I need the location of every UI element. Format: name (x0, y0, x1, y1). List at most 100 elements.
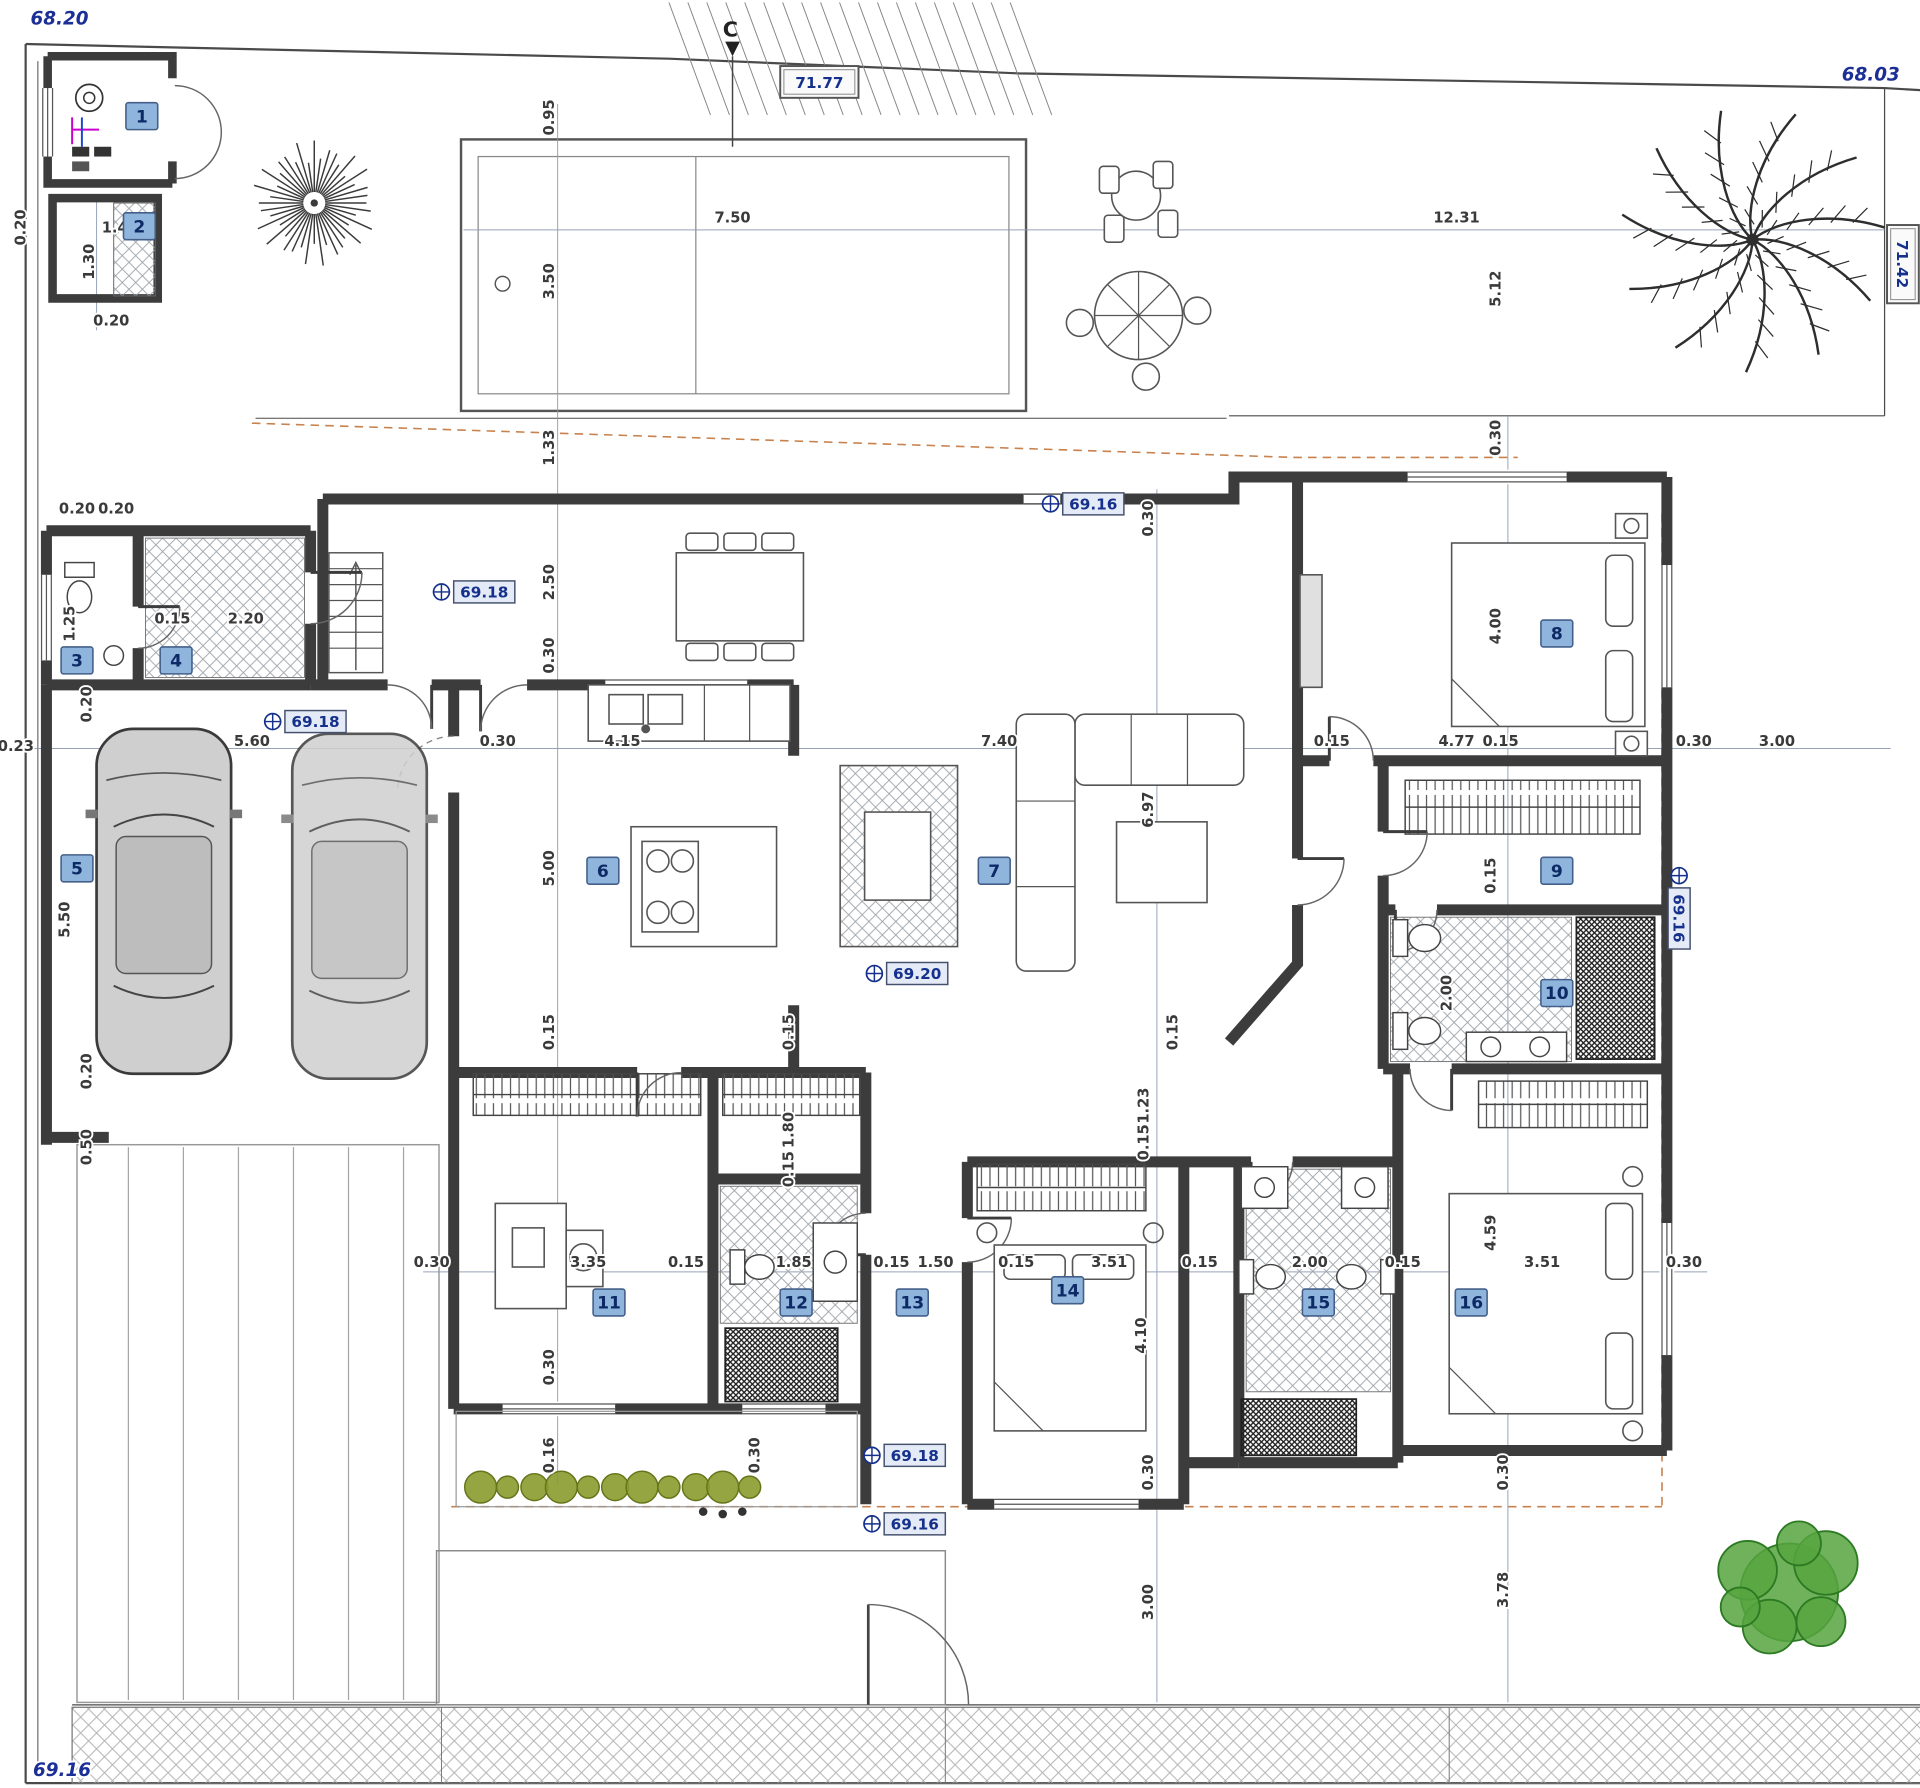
room-number-badge: 1 (125, 101, 159, 131)
sink-bowl (608, 693, 645, 725)
dimension-label: 0.50 (79, 1129, 96, 1165)
spot-level-marker: 69.18 (263, 709, 347, 734)
dimension-label: 0.15 (541, 1014, 558, 1050)
wardrobes (472, 779, 1649, 1212)
dimension-label: 0.15 (668, 1254, 704, 1271)
dimension-label: 0.16 (541, 1437, 558, 1473)
dimension-label: 0.15 (781, 1014, 798, 1050)
level-cross-icon (1671, 867, 1688, 884)
car-1 (84, 727, 244, 1076)
dimension-label: 4.10 (1133, 1317, 1150, 1353)
room-number-badge: 6 (586, 856, 620, 886)
dimension-label: 0.15 (998, 1254, 1034, 1271)
plate-value: 71.42 (1893, 240, 1911, 288)
spot-level-marker: 69.18 (432, 580, 516, 604)
corner-level-bottom-left: 69.16 (33, 1760, 91, 1781)
dining-set (675, 532, 805, 662)
dimension-label: 0.15 (154, 611, 190, 628)
dimension-label: 1.23 (1135, 1087, 1152, 1123)
wardrobe (722, 1073, 861, 1117)
garage-cars (84, 727, 440, 1081)
living-room (839, 574, 1323, 972)
dimension-label: 0.20 (79, 1053, 96, 1089)
dimension-label: 0.30 (1488, 420, 1505, 456)
bedroom16 (1448, 1165, 1644, 1442)
room-number-badge: 13 (895, 1288, 929, 1317)
wardrobe (472, 1073, 702, 1117)
tv-unit (1299, 574, 1323, 689)
window (1659, 565, 1675, 688)
dimension-label: 0.20 (98, 501, 134, 518)
vanity (1240, 1165, 1289, 1210)
room-number-badge: 2 (122, 212, 157, 241)
stair (328, 552, 384, 674)
dimension-label: 3.50 (541, 263, 558, 299)
dimension-label: 1.50 (917, 1254, 953, 1271)
room-number-badge: 15 (1301, 1288, 1336, 1317)
toilet (1408, 1016, 1442, 1046)
room-number: 7 (988, 862, 1000, 882)
window (742, 1401, 826, 1417)
cooktop (641, 840, 700, 933)
room-number-badge: 11 (592, 1288, 626, 1317)
nightstand (1614, 512, 1649, 539)
window (1407, 469, 1567, 485)
bedroom14 (976, 1222, 1164, 1432)
dimension-label: 0.15 (1482, 733, 1518, 750)
spot-level-marker: 69.20 (865, 961, 949, 986)
dimension-label: 4.15 (604, 733, 640, 750)
bathroom15 (1238, 1165, 1397, 1295)
room-number: 9 (1551, 862, 1563, 882)
level-cross-icon (433, 583, 450, 600)
room-number-badge: 8 (1540, 619, 1574, 648)
dimension-label: 0.30 (1676, 733, 1712, 750)
dimension-label: 7.40 (981, 733, 1017, 750)
room-number: 5 (71, 859, 83, 879)
dimension-label: 3.51 (1091, 1254, 1127, 1271)
level-plate: 71.42 (1886, 224, 1920, 305)
window (502, 1401, 616, 1417)
lounge-set (1098, 160, 1179, 243)
toilet (66, 580, 93, 614)
level-cross-icon (866, 965, 883, 982)
dimension-label: 2.00 (1292, 1254, 1328, 1271)
room-number-badge: 14 (1050, 1275, 1085, 1305)
wardrobe (1404, 779, 1641, 835)
level-value: 69.16 (891, 1515, 939, 1533)
dimension-label: 5.60 (234, 733, 270, 750)
dimension-label: 0.20 (59, 501, 95, 518)
toilet-tank (1238, 1258, 1255, 1295)
dimension-label: 0.23 (0, 738, 34, 755)
dimension-label: 1.25 (62, 606, 79, 642)
room3-fixtures (64, 561, 125, 667)
toilet-tank (729, 1249, 746, 1285)
swimming-pool (459, 138, 1028, 413)
dimension-label: 5.00 (541, 850, 558, 886)
window (1659, 1222, 1675, 1356)
window (39, 574, 54, 661)
level-value: 69.18 (460, 583, 508, 601)
room-number: 13 (900, 1294, 924, 1314)
toilet (1255, 1263, 1287, 1290)
dimension-label: 0.30 (541, 637, 558, 673)
basin (823, 1250, 847, 1274)
room-number: 3 (71, 652, 83, 672)
dimension-label: 0.30 (1140, 1454, 1157, 1490)
dimension-label: 0.30 (541, 1349, 558, 1385)
pillow (1604, 1332, 1634, 1410)
dimension-label: 3.51 (1524, 1254, 1560, 1271)
double-door-arc (174, 84, 223, 180)
basin (1529, 1036, 1551, 1058)
room-number: 16 (1459, 1294, 1483, 1314)
room-number: 1 (136, 107, 148, 127)
room-number-badge: 3 (60, 646, 94, 675)
dimension-label: 4.00 (1488, 608, 1505, 644)
dimension-label: 0.30 (1495, 1454, 1512, 1490)
lamp (1622, 1420, 1644, 1442)
chair (569, 1242, 598, 1272)
toilet (1408, 923, 1442, 953)
sidewalk (71, 1706, 1920, 1784)
vanity (1340, 1165, 1389, 1210)
sofa (1074, 713, 1245, 786)
